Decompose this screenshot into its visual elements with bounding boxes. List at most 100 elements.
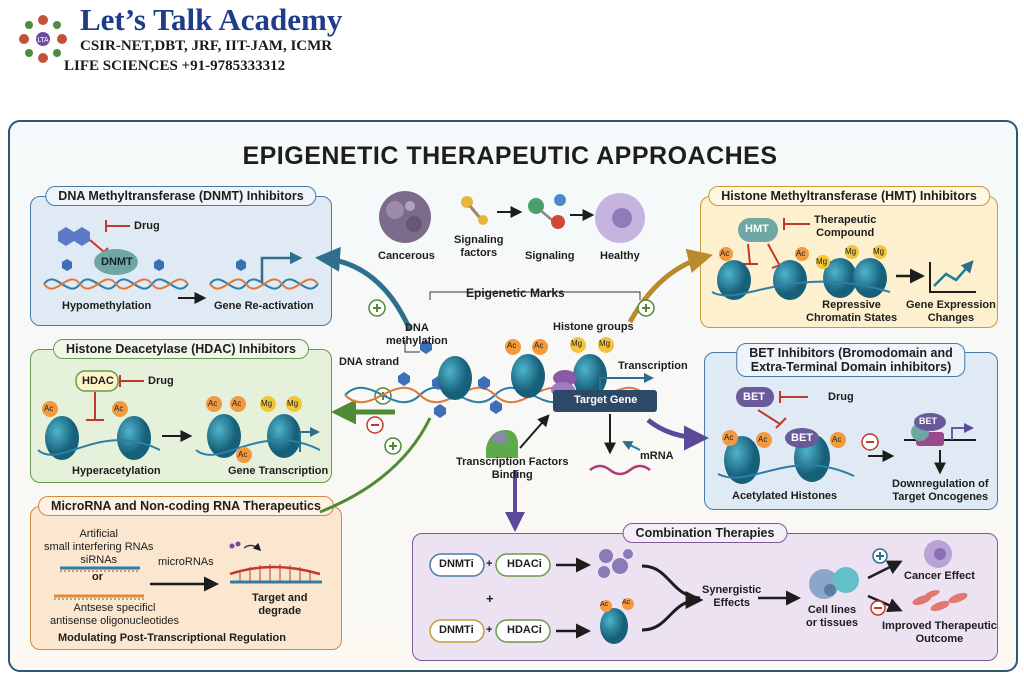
- hdac-ac-label: Ac: [238, 450, 248, 459]
- bet-ac-label: Ac: [724, 433, 734, 442]
- minus-sign-icon: [366, 416, 384, 434]
- hmt-enzyme-box: [738, 218, 778, 242]
- arrow-to-dnmt: [315, 246, 413, 332]
- hdaci-pill-1: [495, 553, 551, 577]
- transcription-factor-icon: [486, 430, 518, 458]
- combo-histone-icon: [600, 598, 634, 644]
- brand-courses: CSIR-NET,DBT, JRF, IIT-JAM, ICMR: [80, 38, 333, 54]
- bet-drug-label: Drug: [828, 391, 854, 403]
- mirna-footer-label: Modulating Post-Transcriptional Regulati…: [58, 632, 286, 644]
- improved-outcome-label: Improved Therapeutic Outcome: [882, 620, 997, 646]
- acetylated-histones-label: Acetylated Histones: [732, 490, 838, 502]
- dnmt-drug-label: Drug: [134, 220, 160, 232]
- dna-strand-label: DNA strand: [339, 356, 400, 368]
- hdac-mg-label: Mg: [287, 399, 299, 408]
- cancer-cell-icon: [924, 540, 952, 568]
- hdaci-pill-2: [495, 619, 551, 643]
- hdac-drug-label: Drug: [148, 375, 174, 387]
- healthy-tissue-icon: [912, 590, 968, 612]
- treated-cells-icon: [598, 549, 633, 578]
- healthy-cell-icon: [595, 193, 645, 243]
- histone-mark-icon: [505, 337, 614, 355]
- acetyl-mark-icon: [42, 396, 252, 463]
- epigenetic-marks-label: Epigenetic Marks: [466, 286, 565, 300]
- diagram-title: EPIGENETIC THERAPEUTIC APPROACHES: [242, 142, 778, 170]
- combo-ac-label: Ac: [600, 601, 609, 608]
- signaling-icon: [528, 194, 566, 229]
- hmt-mg-label: Mg: [845, 247, 857, 256]
- hdac-ac-label: Ac: [208, 399, 218, 408]
- arrow-to-mirna: [319, 417, 432, 514]
- hyperacetylation-label: Hyperacetylation: [72, 465, 161, 477]
- hdac-enzyme-label: HDAC: [82, 375, 114, 387]
- central-ac-label: Ac: [534, 341, 544, 350]
- gene-reactivation-label: Gene Re-activation: [214, 300, 314, 312]
- dnmt-panel: DNA Methyltransferase (DNMT) Inhibitors: [30, 186, 332, 326]
- hmt-panel-title: Histone Methyltransferase (HMT) Inhibito…: [708, 186, 990, 206]
- central-histone-icon: [438, 354, 607, 400]
- bet-enzyme-label: BET: [743, 391, 765, 403]
- target-degrade-label: Target and degrade: [252, 592, 308, 618]
- dnmti-pill-2: [429, 619, 485, 643]
- minus-sign-icon: [870, 600, 886, 616]
- downregulation-label: Downregulation of Target Oncogenes: [892, 478, 989, 504]
- cell-lines-label: Cell lines or tissues: [806, 604, 858, 630]
- target-gene-label: Target Gene: [574, 394, 638, 406]
- bet-oncogene-label: BET: [919, 416, 937, 426]
- healthy-label: Healthy: [600, 250, 640, 262]
- arrow-to-hmt: [627, 248, 713, 324]
- minus-sign-icon: [861, 433, 879, 451]
- hdac-ac-label: Ac: [44, 404, 54, 413]
- cell-lines-icon: [809, 567, 859, 599]
- dnmt-enzyme-icon: [94, 249, 138, 275]
- mrna-label: mRNA: [640, 450, 674, 462]
- methyl-group-icon: [398, 340, 502, 418]
- antisense-label: Antsese specificl antisense oligonucleot…: [50, 602, 180, 628]
- target-mrna-icon: [229, 565, 321, 576]
- cancer-effect-label: Cancer Effect: [904, 570, 975, 582]
- dnmt-dna-icon: [43, 278, 319, 290]
- academy-logo-icon: LTA: [19, 15, 67, 63]
- hdac-panel: Histone Deacetylase (HDAC) Inhibitors: [30, 339, 332, 483]
- microrna-icon: [229, 541, 262, 552]
- micrornas-label: microRNAs: [158, 556, 214, 568]
- signaling-label: Signaling: [525, 250, 575, 262]
- synergistic-label: Synergistic Effects: [702, 584, 762, 610]
- dnmt-drug-icon: [58, 227, 90, 246]
- hmt-mg-label: Mg: [816, 257, 828, 266]
- dnmt-enzyme-label: DNMT: [101, 256, 133, 268]
- transcription-label: Transcription: [618, 360, 688, 372]
- hmt-enzyme-label: HMT: [745, 223, 769, 235]
- hypomethylation-label: Hypomethylation: [62, 300, 152, 312]
- svg-text:LTA: LTA: [37, 36, 49, 44]
- hdaci-label-1: HDACi: [507, 558, 542, 570]
- combo-plus-3: +: [486, 624, 493, 636]
- hdac-ac-label: Ac: [114, 404, 124, 413]
- signaling-factors-icon: [461, 196, 488, 225]
- tf-binding-label: Transcription Factors Binding: [456, 456, 569, 482]
- bet-panel-title: BET Inhibitors (Bromodomain and Extra-Te…: [736, 343, 966, 377]
- hdac-ac-label: Ac: [232, 399, 242, 408]
- brand-name: Let’s Talk Academy: [80, 2, 343, 37]
- bet-panel: BET Inhibitors (Bromodomain and Extra-Te…: [704, 343, 998, 510]
- brand-contact: LIFE SCIENCES +91-9785333312: [64, 58, 286, 74]
- gene-expression-label: Gene Expression Changes: [906, 299, 996, 325]
- cancerous-label: Cancerous: [378, 250, 435, 262]
- bet-bound-label: BET: [791, 432, 813, 444]
- therapeutic-compound-label: Therapeutic Compound: [814, 214, 877, 240]
- central-mg-label: Mg: [571, 339, 583, 348]
- hmt-ac-label: Ac: [720, 249, 730, 258]
- hdac-panel-title: Histone Deacetylase (HDAC) Inhibitors: [53, 339, 309, 359]
- oncogene-icon: [904, 413, 976, 446]
- signaling-factors-label: Signaling factors: [454, 234, 504, 260]
- mrna-strand-icon: [589, 464, 651, 476]
- combination-panel-title: Combination Therapies: [622, 523, 788, 543]
- cancerous-cell-icon: [379, 191, 431, 243]
- artificial-sirna-label: Artificial small interfering RNAs siRNAs: [44, 528, 154, 567]
- dnmti-label-2: DNMTi: [439, 624, 474, 636]
- mirna-panel-title: MicroRNA and Non-coding RNA Therapeutics: [38, 496, 334, 516]
- arrow-to-bet: [646, 418, 709, 451]
- bet-ac-label: Ac: [758, 435, 768, 444]
- plus-sign-icon: [872, 548, 888, 564]
- central-mg-label: Mg: [599, 339, 611, 348]
